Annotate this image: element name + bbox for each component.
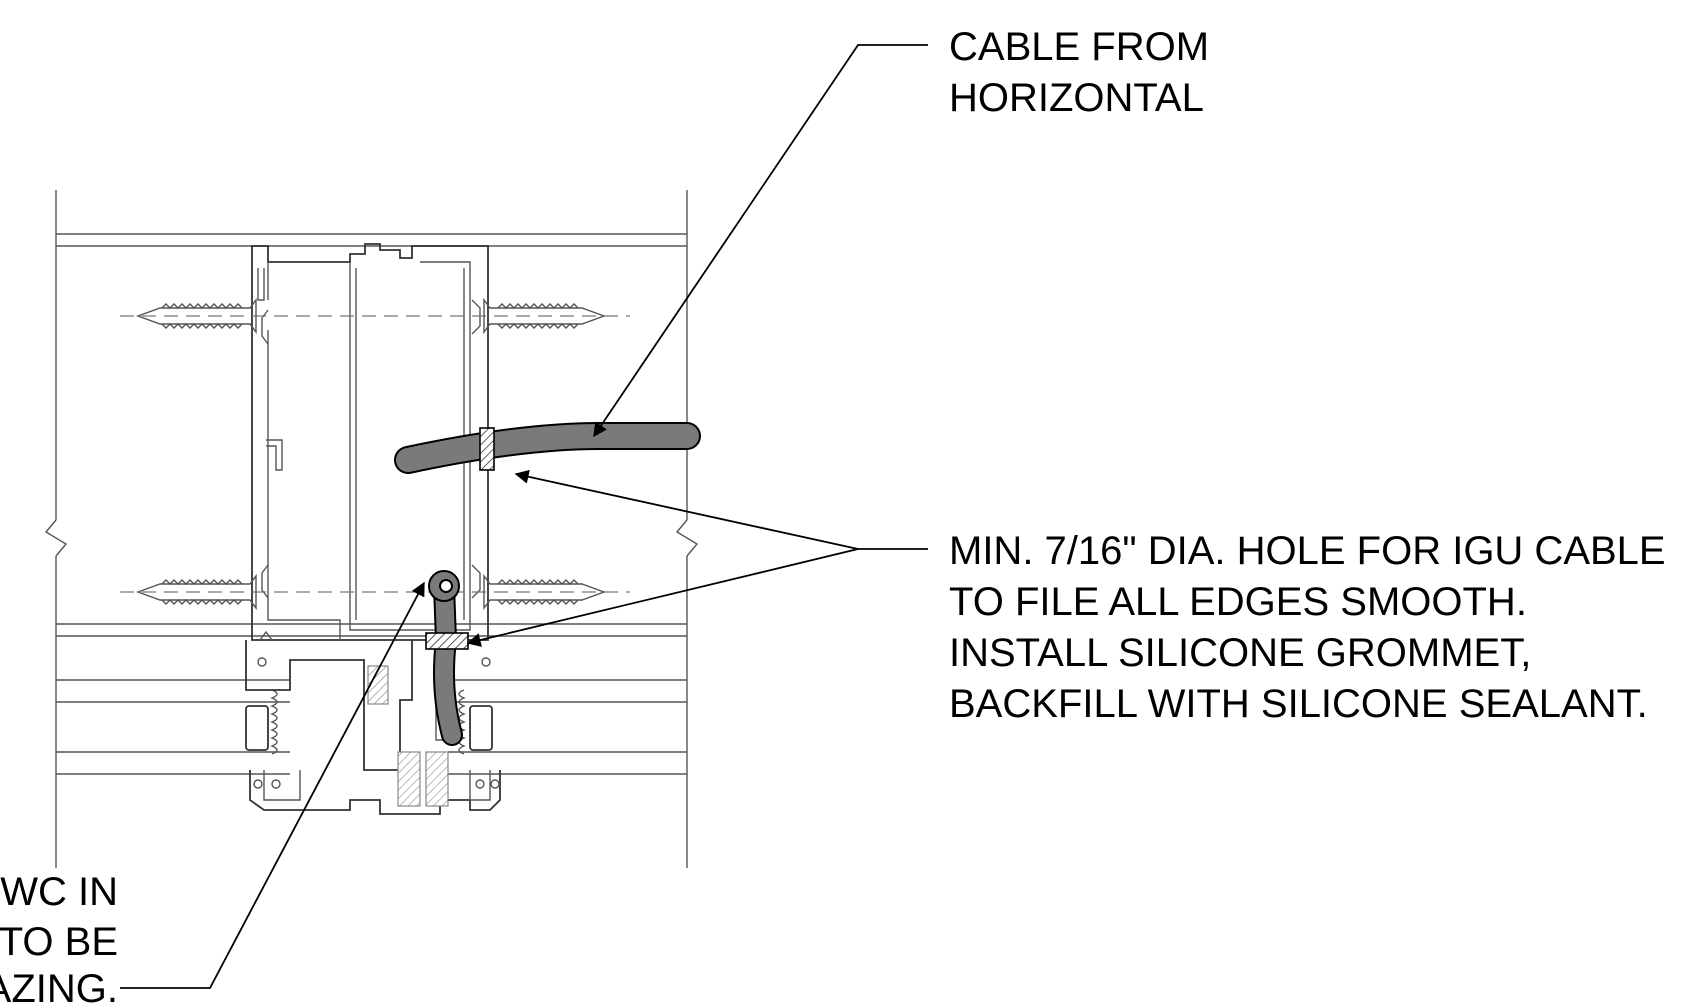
leader-lines (120, 44, 928, 989)
note-line: BACKFILL WITH SILICONE SEALANT. (949, 682, 1648, 726)
note-line: CABLE FROM (949, 25, 1209, 69)
note-line: MIN. 7/16" DIA. HOLE FOR IGU CABLE (949, 529, 1666, 573)
annotation-cable-from-horizontal: CABLE FROM HORIZONTAL (949, 25, 1209, 120)
igu-cable-vertical (425, 570, 469, 746)
note-line: TO FILE ALL EDGES SMOOTH. (949, 580, 1527, 624)
pressure-plate (245, 630, 501, 815)
note-line: TO BE (0, 920, 118, 964)
mullion-extrusion (251, 243, 489, 641)
glazing-units (56, 679, 687, 775)
note-line: WC IN (0, 870, 118, 914)
anchor-screws (120, 297, 630, 611)
outer-frame (44, 190, 699, 868)
igu-cable-horizontal (394, 422, 701, 474)
grommet-lower (425, 632, 469, 650)
note-line: AZING. (0, 967, 118, 1007)
annotation-hole-note: MIN. 7/16" DIA. HOLE FOR IGU CABLE TO FI… (949, 529, 1666, 726)
note-line: HORIZONTAL (949, 76, 1204, 120)
grommet-upper (479, 427, 495, 471)
note-line: INSTALL SILICONE GROMMET, (949, 631, 1531, 675)
annotation-partial-note: WC IN TO BE AZING. (0, 870, 118, 1007)
